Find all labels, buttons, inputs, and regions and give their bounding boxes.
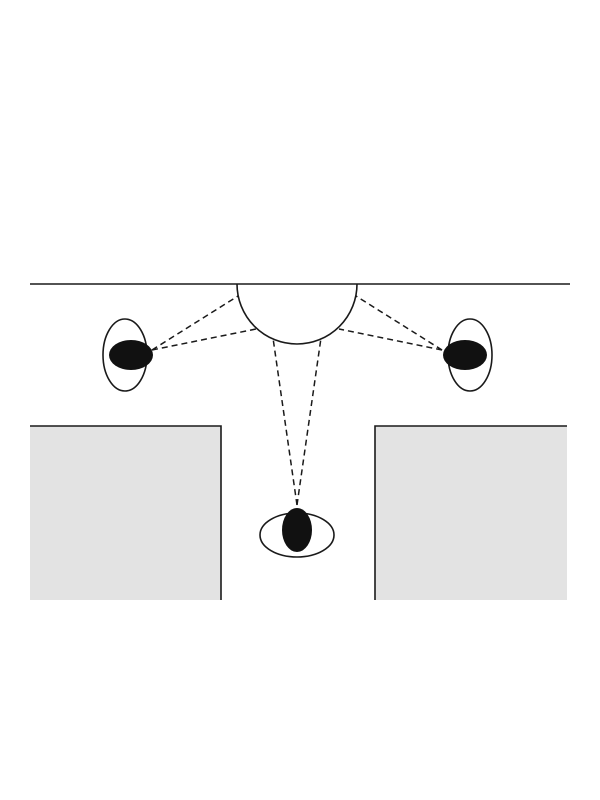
bottom-eye-icon bbox=[259, 508, 335, 558]
left-block bbox=[30, 426, 221, 600]
right-eye-icon bbox=[443, 318, 493, 392]
right-block-edge bbox=[374, 425, 567, 600]
sightline-left-upper bbox=[151, 295, 239, 351]
right-block bbox=[375, 426, 567, 600]
sightline-left-lower bbox=[151, 328, 257, 351]
sightline-right-lower bbox=[338, 328, 443, 351]
sightline-bottom-left bbox=[272, 337, 298, 506]
sightline-bottom-right bbox=[296, 337, 322, 506]
left-eye-icon bbox=[102, 318, 153, 392]
left-block-edge bbox=[30, 425, 222, 600]
semicircle-object bbox=[236, 283, 358, 345]
sightline-right-upper bbox=[355, 295, 443, 351]
